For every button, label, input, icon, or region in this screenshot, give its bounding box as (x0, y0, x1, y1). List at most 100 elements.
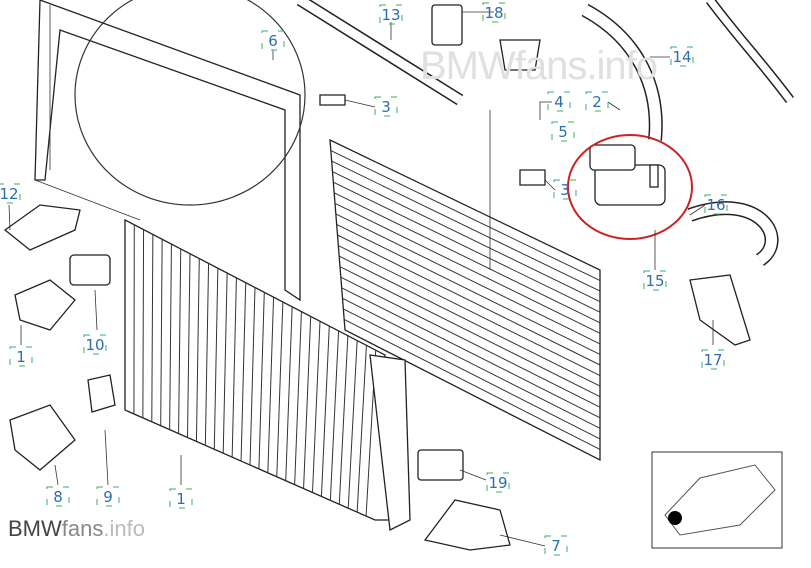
callout-bracket (83, 334, 107, 355)
radiator-fin (276, 301, 284, 477)
bracket-12 (3, 204, 81, 251)
condenser-fin (335, 213, 601, 345)
clip-3-lower (519, 169, 546, 186)
location-marker (668, 511, 682, 525)
callout-bracket (701, 349, 725, 370)
duct-8 (9, 404, 76, 471)
condenser-fin (340, 276, 601, 408)
callout-bracket (547, 91, 571, 112)
condenser-fin (341, 287, 601, 419)
radiator-fin (187, 253, 191, 438)
callout-bracket (670, 46, 694, 67)
radiator-fin (294, 311, 302, 485)
radiator-fin (347, 340, 358, 509)
radiator-fin (338, 335, 349, 505)
vehicle-inset (651, 451, 783, 549)
radiator-fin (213, 268, 219, 450)
radiator-fin (267, 297, 275, 473)
condenser-fin (331, 160, 601, 292)
callout-18: 18 (484, 4, 503, 22)
condenser-fin (342, 297, 601, 429)
watermark-brand: BMW (8, 516, 62, 541)
radiator-fin (231, 277, 237, 458)
callout-bracket (482, 2, 506, 23)
condenser-fin (343, 308, 601, 440)
callout-12: 12 (0, 185, 19, 203)
radiator-fin (178, 248, 182, 434)
radiator-fin (312, 321, 321, 493)
radiator-fin (303, 316, 312, 489)
radiator-fin (195, 258, 200, 442)
watermark-tld: .info (103, 516, 145, 541)
callout-bracket (9, 346, 33, 367)
radiator-fin (204, 263, 210, 446)
radiator-fin (249, 287, 256, 466)
car-outline (664, 464, 776, 536)
radiator-fin (169, 244, 172, 430)
condenser-fin (330, 150, 601, 282)
guide-19 (417, 449, 464, 481)
bracket-17 (689, 274, 751, 346)
callout-14: 14 (672, 48, 691, 66)
connector-18 (431, 4, 463, 46)
watermark-mid: fans (61, 516, 104, 541)
callout-bracket (96, 486, 120, 507)
air-duct-7 (423, 499, 511, 551)
condenser-fin (337, 234, 601, 366)
callout-bracket (553, 179, 577, 200)
clip-3-upper (319, 94, 346, 106)
condenser-fin (339, 266, 601, 398)
callout-bracket (544, 535, 568, 556)
callout-15: 15 (645, 272, 664, 290)
radiator-fin (258, 292, 265, 469)
radiator-fin (160, 239, 163, 426)
callout-4: 4 (554, 93, 564, 111)
callout-2: 2 (592, 93, 602, 111)
callout-9: 9 (103, 488, 113, 506)
watermark-bottom: BMWfans.info (8, 516, 145, 542)
radiator-fin (320, 326, 330, 497)
condenser-fin (343, 318, 601, 450)
condenser (329, 138, 601, 462)
condenser-fin (334, 202, 601, 334)
highlight-circle (567, 134, 693, 240)
radiator-fin (151, 234, 154, 422)
leader-lines (8, 11, 714, 547)
radiator (124, 218, 411, 531)
callout-bracket (486, 472, 510, 493)
pad-10 (69, 254, 111, 286)
mount-1 (14, 279, 76, 331)
callout-7: 7 (551, 537, 561, 555)
radiator-fin (285, 306, 293, 481)
condenser-fin (336, 223, 601, 355)
radiator-fin (329, 330, 340, 501)
radiator-fin (240, 282, 247, 462)
callout-19: 19 (488, 474, 507, 492)
callout-10: 10 (85, 336, 104, 354)
callout-3: 3 (381, 98, 391, 116)
callout-bracket (704, 194, 728, 215)
radiator-fin (222, 273, 228, 454)
rubber-9 (87, 374, 116, 413)
callout-17: 17 (703, 351, 722, 369)
condenser-fin (338, 245, 601, 377)
condenser-fin (332, 171, 601, 303)
condenser-fin (333, 181, 601, 313)
watermark-top: BMWfans.info (420, 44, 658, 88)
callout-5: 5 (558, 123, 568, 141)
callout-bracket (261, 30, 285, 51)
callout-bracket (374, 96, 398, 117)
condenser-fin (333, 192, 601, 324)
callout-8: 8 (53, 488, 63, 506)
callout-bracket (551, 121, 575, 142)
callout-13: 13 (381, 6, 400, 24)
callout-bracket (169, 488, 193, 509)
callout-6: 6 (268, 32, 278, 50)
callout-bracket (585, 91, 609, 112)
callout-bracket (0, 183, 21, 204)
callout-bracket (46, 486, 70, 507)
callout-bracket (379, 4, 403, 25)
callout-1: 1 (16, 348, 26, 366)
